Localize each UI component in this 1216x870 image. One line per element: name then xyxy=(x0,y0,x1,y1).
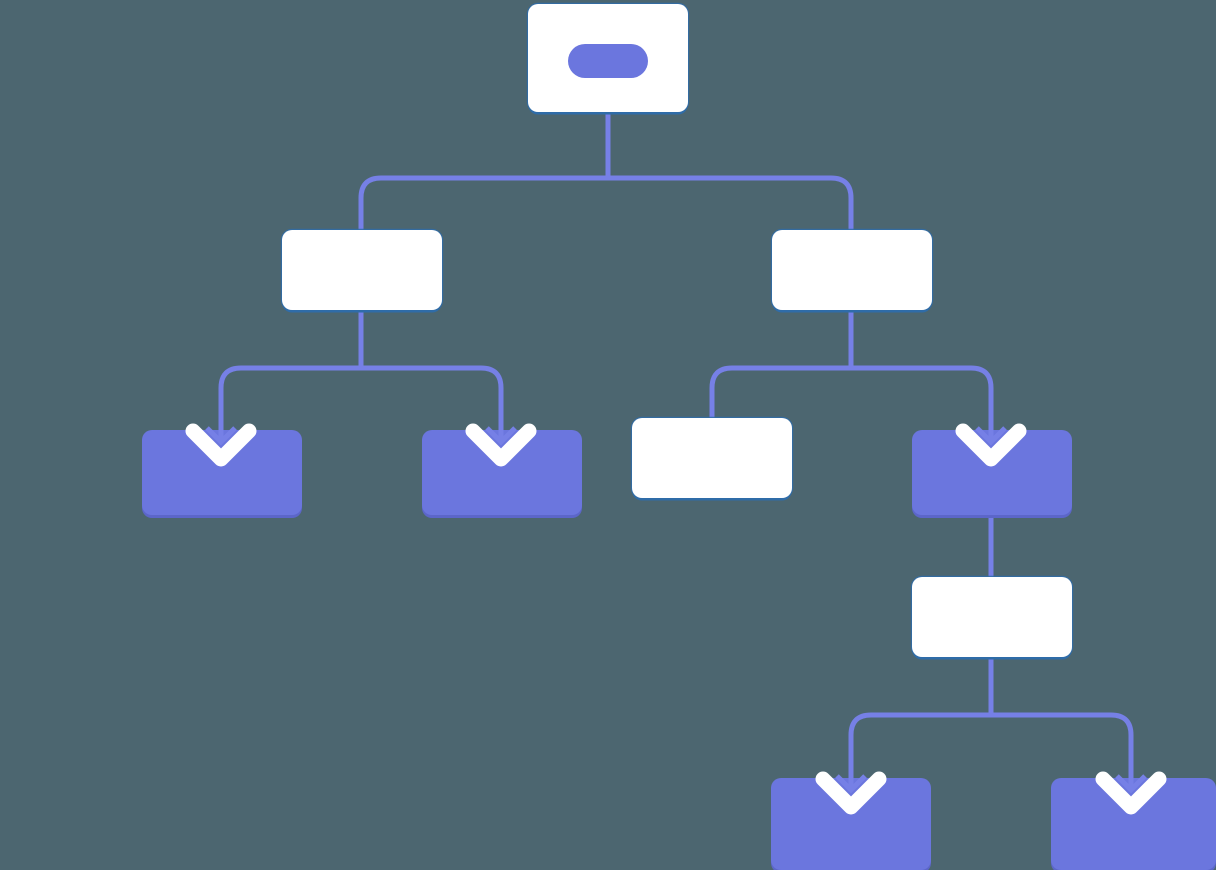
node-l2-left[interactable] xyxy=(282,230,442,310)
node-l3-b[interactable] xyxy=(422,430,582,515)
node-l3-a[interactable] xyxy=(142,430,302,515)
node-l4-card[interactable] xyxy=(912,577,1072,657)
node-l2-right[interactable] xyxy=(772,230,932,310)
node-l3-c[interactable] xyxy=(632,418,792,498)
node-l3-d[interactable] xyxy=(912,430,1072,515)
node-l5-b[interactable] xyxy=(1051,778,1216,870)
node-root[interactable] xyxy=(528,4,688,112)
root-pill-icon xyxy=(568,44,648,78)
node-l5-a[interactable] xyxy=(771,778,931,870)
